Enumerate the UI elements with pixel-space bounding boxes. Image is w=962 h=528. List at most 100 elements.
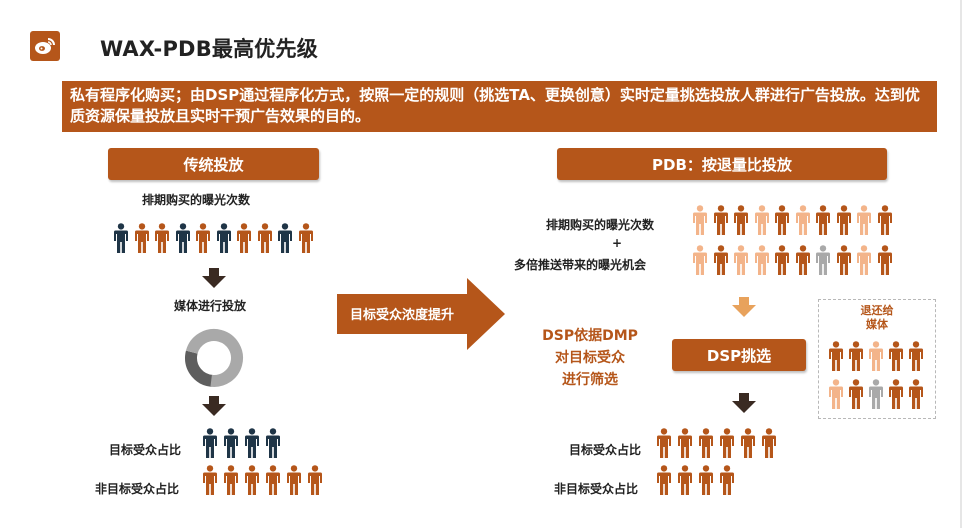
- person-icon: [266, 465, 280, 495]
- down-arrow-icon: [201, 396, 227, 420]
- dsp-dmp-text: DSP依据DMP 对目标受众 进行筛选: [520, 325, 660, 391]
- person-icon: [266, 428, 280, 458]
- person-icon: [889, 379, 903, 409]
- person-icon: [720, 465, 734, 495]
- left-target-people: [203, 427, 280, 459]
- left-nontarget-label: 非目标受众占比: [95, 482, 180, 496]
- person-icon: [849, 341, 863, 371]
- person-icon: [196, 223, 210, 253]
- person-icon: [836, 245, 851, 275]
- plus-sign: +: [612, 236, 623, 250]
- dsp-text-line2: 对目标受众: [555, 350, 625, 366]
- page-title: WAX-PDB最高优先级: [100, 37, 318, 61]
- person-icon: [245, 465, 259, 495]
- person-icon: [909, 379, 923, 409]
- returned-people-row1: [829, 340, 923, 372]
- return-label-line1: 退还给: [860, 304, 894, 317]
- person-icon: [836, 205, 851, 235]
- right-exposure-people-row1: [693, 204, 892, 236]
- right-exposure-people-row2: [693, 244, 892, 276]
- person-icon: [278, 223, 292, 253]
- right-multi-push-label: 多倍推送带来的曝光机会: [514, 258, 647, 272]
- right-nontarget-people: [657, 464, 734, 496]
- person-icon: [287, 465, 301, 495]
- person-icon: [775, 245, 789, 275]
- person-icon: [857, 245, 871, 275]
- person-icon: [713, 205, 728, 235]
- person-icon: [203, 428, 217, 458]
- dsp-text-line1: DSP依据DMP: [542, 328, 638, 344]
- person-icon: [298, 223, 313, 253]
- person-icon: [216, 223, 231, 253]
- weibo-logo-icon: [30, 31, 60, 61]
- return-label-line2: 媒体: [866, 318, 888, 331]
- person-icon: [816, 205, 830, 235]
- return-to-media-box: [818, 299, 936, 419]
- pdb-heading: PDB：按退量比投放: [557, 148, 887, 180]
- person-icon: [114, 223, 128, 253]
- person-icon: [713, 245, 728, 275]
- person-icon: [857, 205, 871, 235]
- person-icon: [134, 223, 149, 253]
- person-icon: [734, 205, 748, 235]
- right-target-label: 目标受众占比: [569, 443, 642, 457]
- person-icon: [877, 245, 892, 275]
- concentration-arrow: [337, 278, 505, 354]
- person-icon: [237, 223, 251, 253]
- concentration-arrow-label: 目标受众浓度提升: [350, 308, 455, 323]
- person-icon: [829, 341, 843, 371]
- person-icon: [734, 245, 748, 275]
- person-icon: [816, 245, 830, 275]
- person-icon: [795, 205, 810, 235]
- dsp-select-button: DSP挑选: [672, 339, 806, 371]
- person-icon: [224, 428, 238, 458]
- person-icon: [678, 428, 692, 458]
- person-icon: [754, 245, 769, 275]
- person-icon: [308, 465, 322, 495]
- down-arrow-icon: [731, 393, 757, 417]
- down-arrow-icon: [201, 268, 227, 292]
- person-icon: [849, 379, 863, 409]
- person-icon: [720, 428, 734, 458]
- person-icon: [693, 205, 707, 235]
- person-icon: [869, 379, 883, 409]
- page-edge: [960, 0, 962, 528]
- person-icon: [877, 205, 892, 235]
- left-nontarget-people: [203, 464, 322, 496]
- donut-icon: [184, 328, 244, 392]
- person-icon: [754, 205, 769, 235]
- person-icon: [224, 465, 238, 495]
- person-icon: [775, 205, 789, 235]
- left-media-label: 媒体进行投放: [174, 299, 247, 313]
- person-icon: [257, 223, 272, 253]
- person-icon: [657, 428, 671, 458]
- right-scheduled-label: 排期购买的曝光次数: [546, 218, 655, 232]
- right-target-people: [657, 427, 776, 459]
- left-scheduled-label: 排期购买的曝光次数: [142, 193, 251, 207]
- person-icon: [762, 428, 776, 458]
- person-icon: [678, 465, 692, 495]
- right-nontarget-label: 非目标受众占比: [554, 482, 639, 496]
- person-icon: [175, 223, 190, 253]
- person-icon: [909, 341, 923, 371]
- person-icon: [741, 428, 755, 458]
- down-arrow-icon: [731, 297, 757, 321]
- traditional-heading: 传统投放: [108, 148, 319, 180]
- person-icon: [657, 465, 671, 495]
- person-icon: [245, 428, 259, 458]
- person-icon: [203, 465, 217, 495]
- person-icon: [829, 379, 843, 409]
- left-target-label: 目标受众占比: [109, 443, 182, 457]
- person-icon: [699, 428, 713, 458]
- dsp-text-line3: 进行筛选: [562, 372, 618, 388]
- left-scheduled-people: [114, 222, 313, 254]
- person-icon: [889, 341, 903, 371]
- person-icon: [693, 245, 707, 275]
- return-to-media-label: 退还给 媒体: [818, 304, 936, 332]
- person-icon: [795, 245, 810, 275]
- person-icon: [155, 223, 169, 253]
- returned-people-row2: [829, 378, 923, 410]
- person-icon: [869, 341, 883, 371]
- intro-banner: 私有程序化购买；由DSP通过程序化方式，按照一定的规则（挑选TA、更换创意）实时…: [62, 81, 937, 132]
- person-icon: [699, 465, 713, 495]
